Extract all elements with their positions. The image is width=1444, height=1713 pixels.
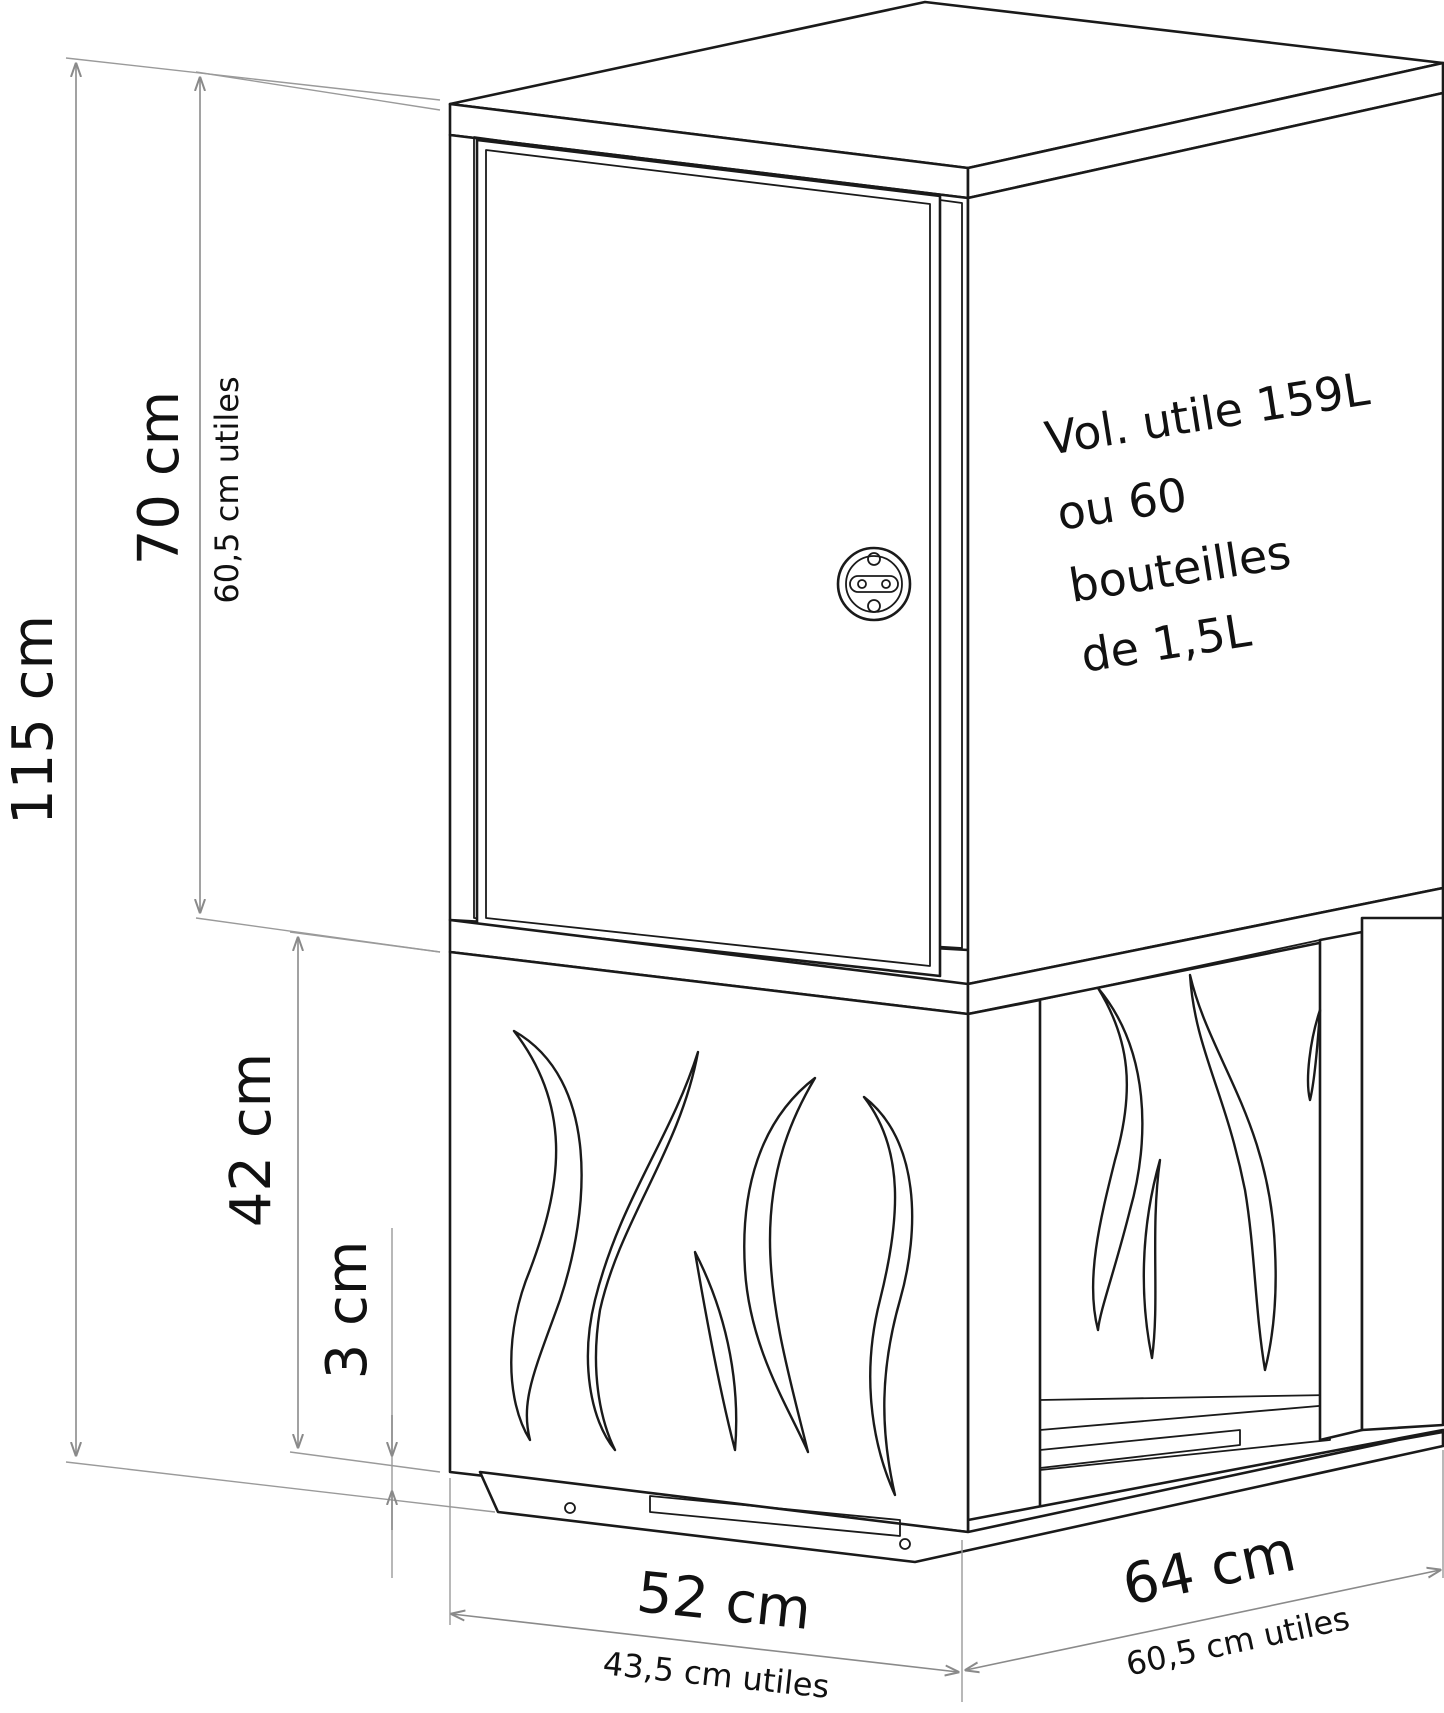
upper-cabinet	[448, 0, 1444, 1016]
door-panel	[475, 138, 942, 978]
flame-3	[693, 1250, 738, 1452]
dim-depth	[966, 1570, 1440, 1670]
ext-base-bottom	[289, 1451, 441, 1473]
ext-top-inner	[195, 71, 441, 111]
base-top-rail	[1039, 939, 1321, 1001]
base-back-leg	[1318, 930, 1364, 1442]
dimension-lines	[65, 57, 1444, 1702]
base-stand	[448, 916, 1444, 1564]
flame-1	[510, 1029, 583, 1442]
label-base-height: 42 cm	[219, 1053, 284, 1227]
flame-7	[1188, 973, 1277, 1372]
ext-mid-2	[289, 931, 441, 953]
foot-hole-1	[564, 1502, 576, 1514]
foot-plate	[478, 1430, 1444, 1564]
label-foot-height: 3 cm	[315, 1241, 380, 1380]
flame-5	[862, 1095, 914, 1497]
base-interior-rail	[1039, 1404, 1331, 1431]
label-total-height: 115 cm	[1, 615, 66, 825]
label-width: 52 cm	[634, 1560, 814, 1643]
door-inner-edge	[485, 149, 931, 967]
flame-2	[586, 1050, 700, 1452]
label-upper-useful-height: 60,5 cm utiles	[208, 376, 246, 603]
flame-9	[1306, 1008, 1322, 1102]
flame-4	[743, 1076, 817, 1454]
base-interior-tray	[1039, 1429, 1241, 1469]
flame-6	[1091, 986, 1144, 1332]
foot-hole-2	[899, 1538, 911, 1550]
ext-top-outer	[65, 57, 441, 101]
base-front-leg	[966, 998, 1042, 1534]
label-upper-height: 70 cm	[127, 391, 192, 565]
foot-plate-slot	[649, 1495, 901, 1537]
flame-cutouts-front	[510, 1029, 914, 1497]
dim-width	[452, 1614, 958, 1672]
label-depth: 64 cm	[1117, 1519, 1301, 1619]
ext-floor	[65, 1461, 496, 1513]
base-corner-post	[1360, 916, 1444, 1432]
flame-cutouts-side	[1091, 973, 1322, 1372]
lock-icon	[836, 546, 912, 622]
flame-8	[1142, 1158, 1162, 1360]
